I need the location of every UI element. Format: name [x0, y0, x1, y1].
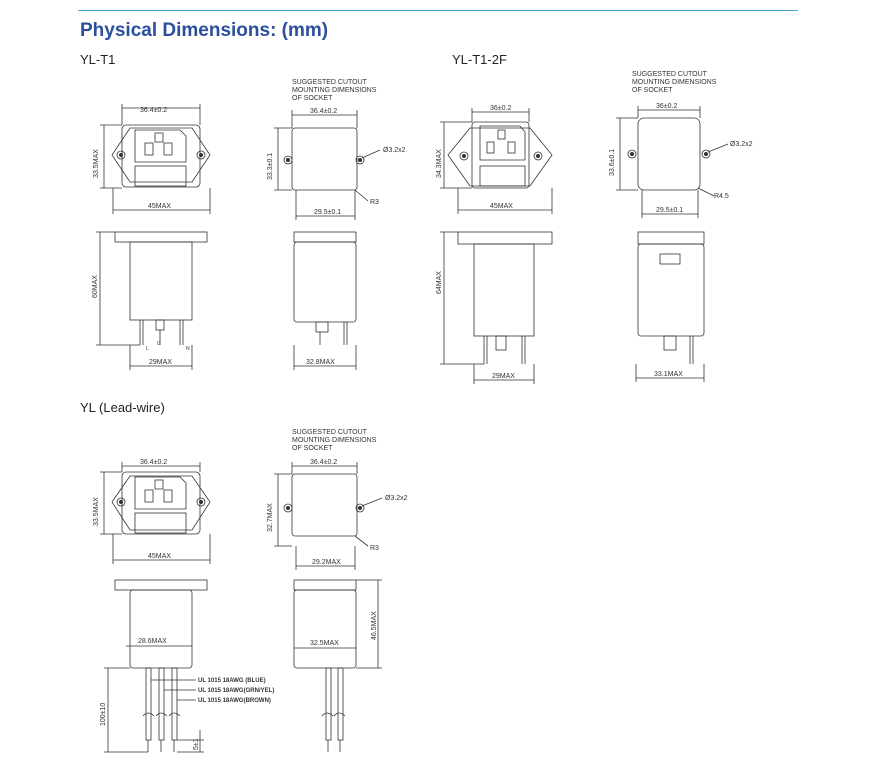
yl-lead-wire-grn: UL 1015 18AWG(GRN/YEL): [198, 688, 274, 694]
yl-t1-2f-front-width: 36±0.2: [490, 105, 511, 112]
yl-lead-body-width: 28.6MAX: [138, 638, 167, 645]
yl-t1-2f-cut-width: 36±0.2: [656, 103, 677, 110]
yl-lead-cutout-view: [274, 462, 383, 570]
yl-lead-front-overall: 45MAX: [148, 553, 171, 560]
yl-t1-note-2: MOUNTING DIMENSIONS: [292, 87, 377, 94]
yl-lead-wire-blue: UL 1015 18AWG (BLUE): [198, 678, 266, 684]
yl-lead-front-height: 33.5MAX: [93, 497, 100, 526]
yl-t1-2f-note-1: SUGGESTED CUTOUT: [632, 71, 708, 78]
yl-lead-wire-length: 100±10: [100, 703, 107, 726]
yl-t1-cut-radius: R3: [370, 199, 379, 206]
section-label-yl-lead: YL (Lead-wire): [80, 400, 165, 415]
yl-t1-side-width: 29MAX: [149, 359, 172, 366]
yl-t1-note-1: SUGGESTED CUTOUT: [292, 79, 368, 86]
yl-lead-front-view: [100, 462, 211, 564]
yl-lead-cut-height: 32.7MAX: [267, 503, 274, 532]
yl-t1-front-height: 33.5MAX: [93, 149, 100, 178]
yl-lead-side-view: [104, 579, 208, 753]
yl-t1-2f-side2-width: 33.1MAX: [654, 371, 683, 378]
yl-lead-body2-width: 32.5MAX: [310, 640, 339, 647]
yl-lead-cut-width: 36.4±0.2: [310, 459, 337, 466]
yl-t1-side2-width: 32.8MAX: [306, 359, 335, 366]
yl-t1-2f-side-width: 29MAX: [492, 373, 515, 380]
yl-t1-cut-pitch: 29.5±0.1: [314, 209, 341, 216]
yl-lead-note-1: SUGGESTED CUTOUT: [292, 429, 368, 436]
yl-t1-2f-cut-hole: Ø3.2x2: [730, 141, 753, 148]
yl-lead-cut-hole: Ø3.2x2: [385, 495, 408, 502]
yl-t1-2f-cutout-view: [616, 106, 729, 218]
yl-t1-2f-cut-pitch: 29.5±0.1: [656, 207, 683, 214]
yl-t1-2f-front-overall: 45MAX: [490, 203, 513, 210]
yl-t1-2f-note-2: MOUNTING DIMENSIONS: [632, 79, 717, 86]
yl-t1-mark-n: N: [186, 346, 190, 352]
yl-lead-side-view-2: [293, 579, 382, 752]
yl-t1-2f-cut-height: 33.6±0.1: [609, 149, 616, 176]
yl-t1-note-3: OF SOCKET: [292, 95, 333, 102]
yl-t1-cut-width: 36.4±0.2: [310, 108, 337, 115]
yl-lead-note-2: MOUNTING DIMENSIONS: [292, 437, 377, 444]
yl-lead-front-width: 36.4±0.2: [140, 459, 167, 466]
yl-t1-front-overall: 45MAX: [148, 203, 171, 210]
yl-t1-2f-side-height: 64MAX: [436, 271, 443, 294]
page-title: Physical Dimensions: (mm): [80, 20, 329, 41]
yl-t1-2f-front-view: [440, 108, 553, 214]
yl-lead-wire-brown: UL 1015 18AWG(BROWN): [198, 698, 271, 704]
yl-t1-side-view: [96, 231, 208, 370]
yl-lead-wire-strip: 5±1: [193, 738, 200, 750]
section-label-yl-t1-2f: YL-T1-2F: [452, 52, 507, 67]
yl-t1-cutout-view: [274, 110, 381, 220]
yl-t1-2f-note-3: OF SOCKET: [632, 87, 673, 94]
yl-t1-2f-side-view-2: [635, 231, 705, 382]
yl-t1-side-view-2: [293, 231, 357, 370]
section-label-yl-t1: YL-T1: [80, 52, 116, 67]
yl-t1-cut-height: 33.3±0.1: [267, 153, 274, 180]
yl-t1-mark-g: G: [157, 341, 161, 347]
yl-t1-2f-side-view: [440, 231, 553, 384]
yl-t1-front-width: 36.4±0.2: [140, 107, 167, 114]
yl-lead-note-3: OF SOCKET: [292, 445, 333, 452]
yl-t1-2f-cut-radius: R4.5: [714, 193, 729, 200]
yl-lead-cut-radius: R3: [370, 545, 379, 552]
yl-lead-cut-pitch: 29.2MAX: [312, 559, 341, 566]
yl-t1-mark-l: L: [146, 346, 149, 352]
yl-t1-side-height: 60MAX: [92, 275, 99, 298]
yl-t1-front-view: [100, 104, 211, 214]
top-rule: [78, 10, 798, 11]
yl-t1-2f-front-height: 34.3MAX: [436, 149, 443, 178]
yl-t1-cut-hole: Ø3.2x2: [383, 147, 406, 154]
yl-lead-body2-height: 46.5MAX: [371, 611, 378, 640]
